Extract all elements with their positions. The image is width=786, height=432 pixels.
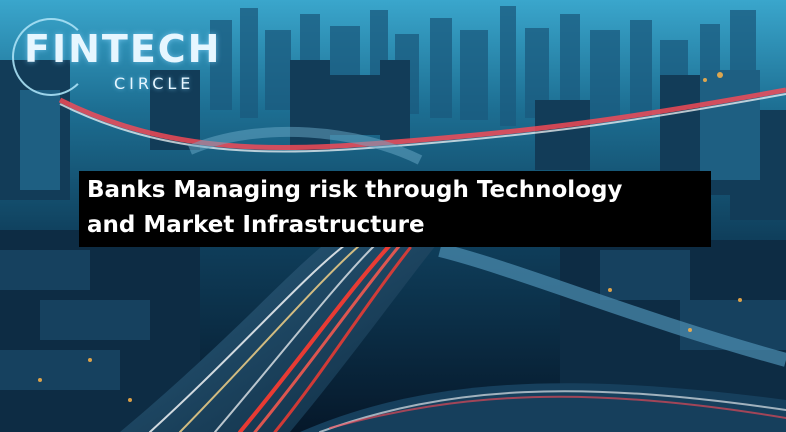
headline-box: Banks Managing risk through Technology a… (79, 171, 711, 247)
fintech-circle-logo: FINTECH CIRCLE (8, 10, 222, 100)
logo-sub-text: CIRCLE (114, 74, 195, 93)
logo-main-text: FINTECH (24, 27, 222, 71)
headline-line-2: and Market Infrastructure (87, 212, 425, 238)
headline-line-1: Banks Managing risk through Technology (87, 177, 623, 203)
logo-ring (12, 18, 90, 96)
